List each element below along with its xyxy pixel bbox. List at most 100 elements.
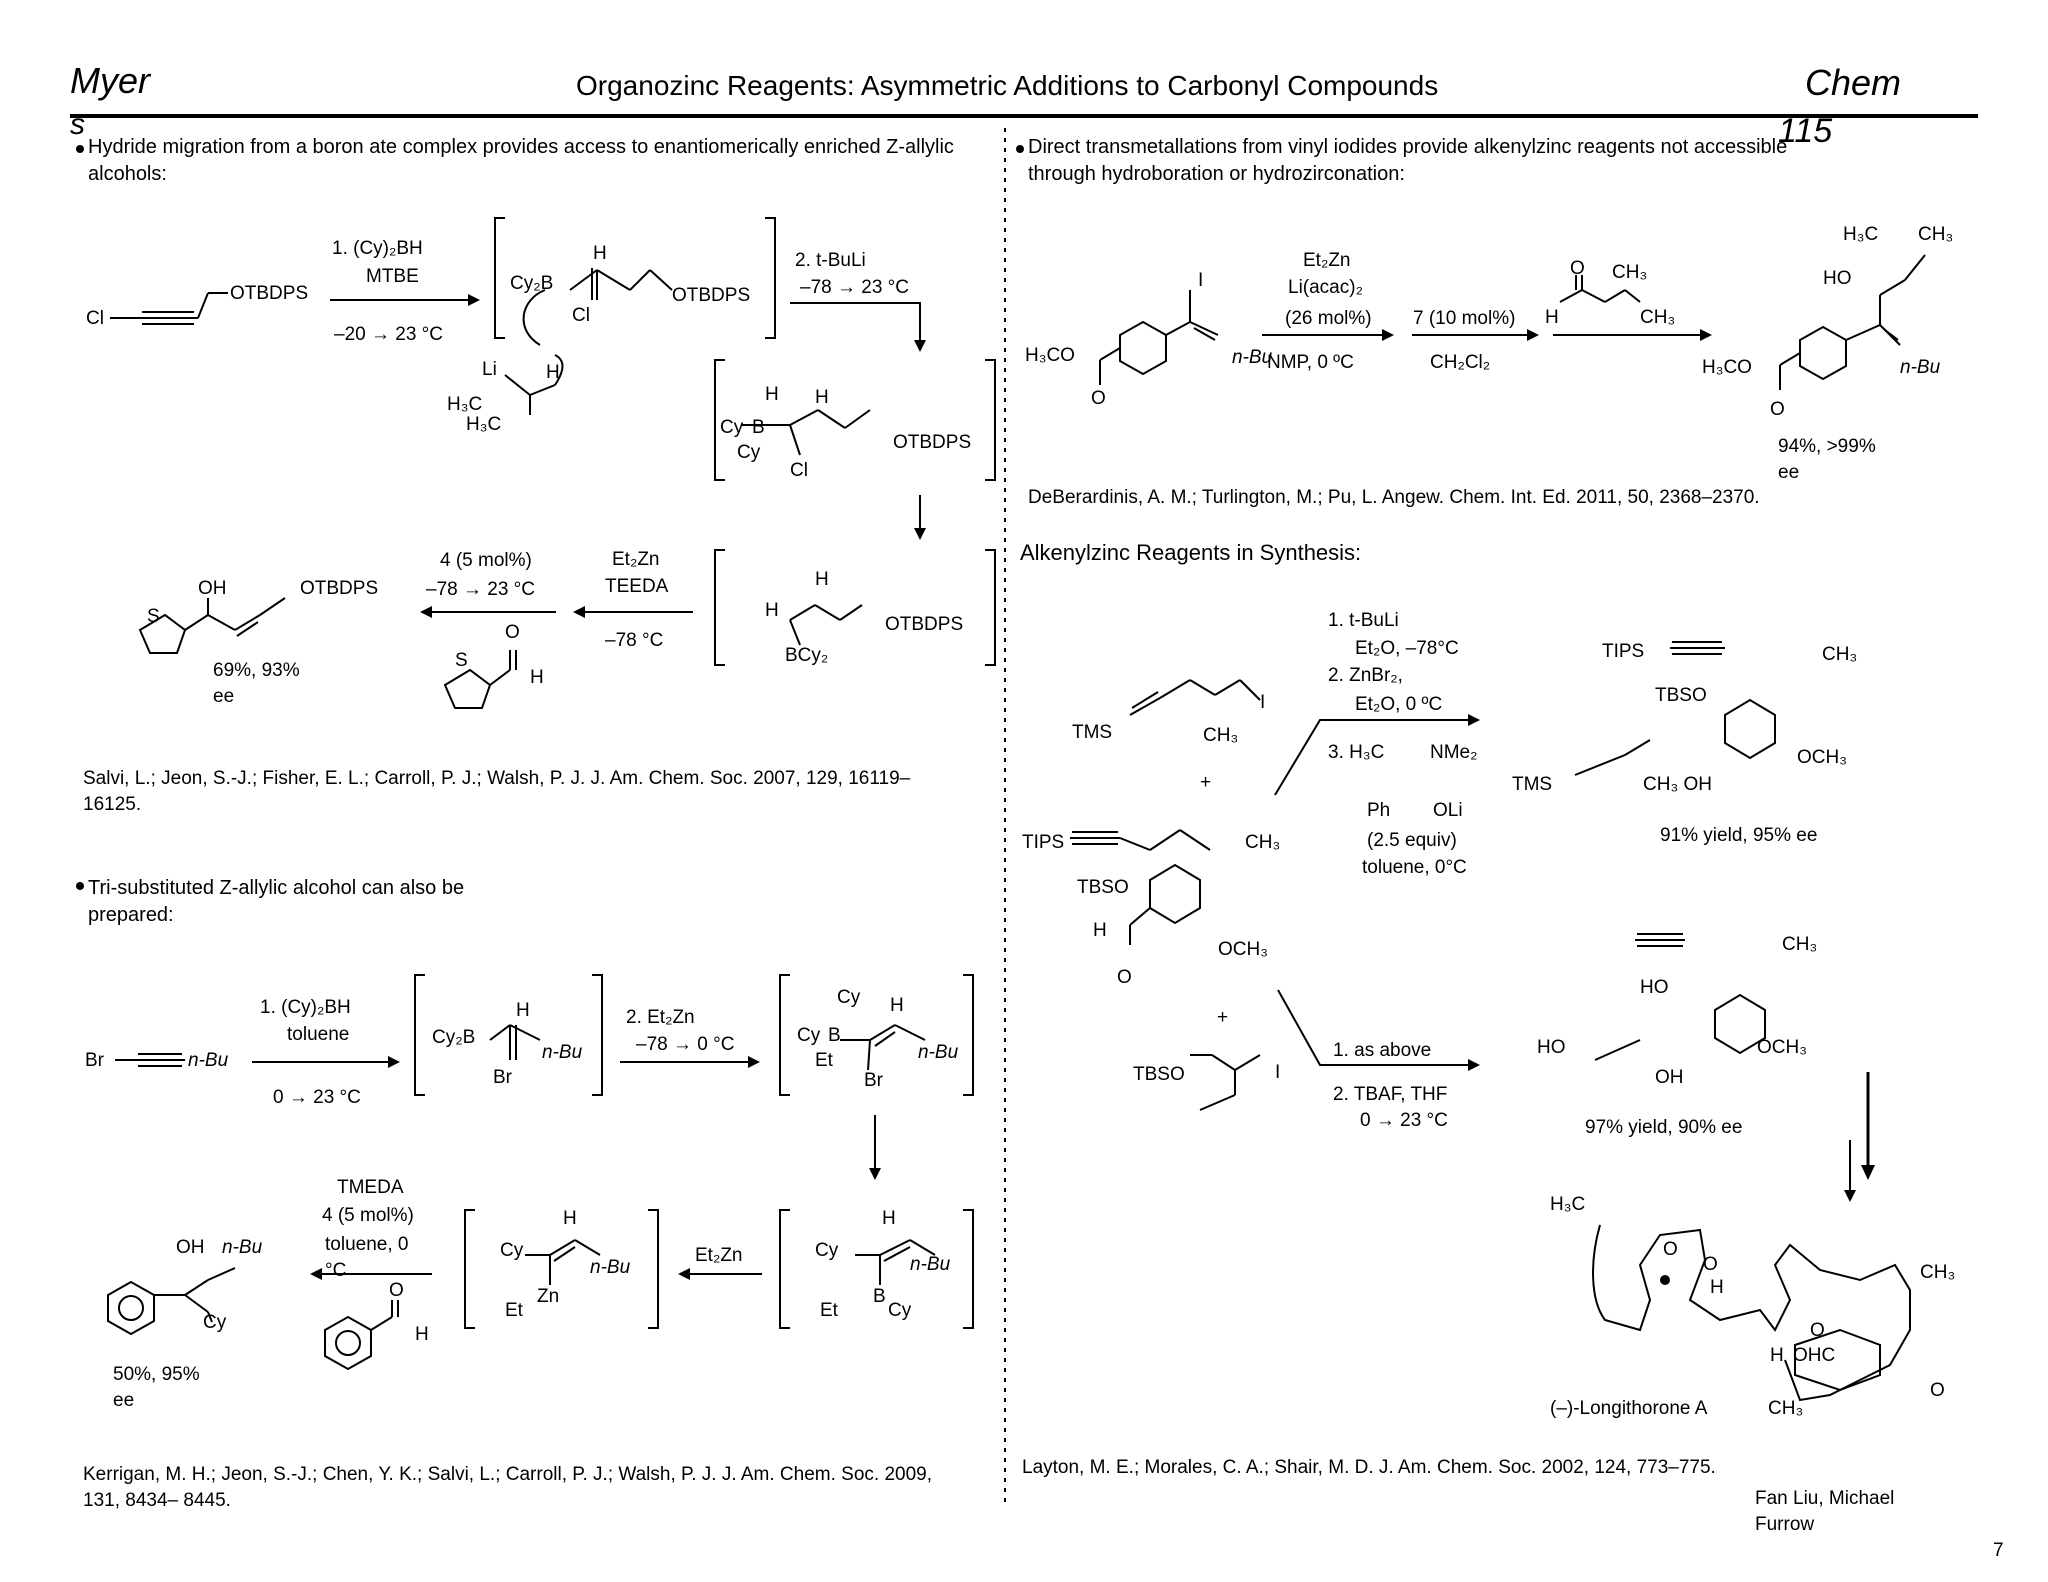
s4-q-ch3: CH₃ [1782, 934, 1818, 955]
s4-plus1: + [1200, 772, 1212, 793]
s3-prod-ho: HO [1823, 268, 1852, 289]
scheme2-bracket3 [779, 1209, 974, 1329]
scheme2-int1-alkene [489, 1024, 541, 1060]
long-ohc: OHC [1793, 1345, 1836, 1366]
s1-cond-b-temp: –78 °C [605, 630, 664, 651]
footer-authors: Fan Liu, Michael Furrow [1755, 1488, 1895, 1535]
s1-ate-cl: Cl [790, 460, 808, 481]
scheme1-arrowhead1 [468, 294, 480, 306]
s3-r4: NMP, 0 ºC [1267, 352, 1354, 373]
s1-ate-h1: H [765, 384, 779, 405]
s2-product-cy: Cy [203, 1312, 227, 1333]
long-o4: O [1930, 1380, 1945, 1401]
s1-h3c-a: H₃C [447, 394, 483, 415]
scheme3-aldehyde [1559, 275, 1641, 303]
s1-start-otbdps: OTBDPS [230, 283, 309, 304]
s2-zn-zn: Zn [537, 1286, 560, 1307]
long-name: (–)-Longithorone A [1550, 1398, 1708, 1419]
s4-d3: 0 → 23 °C [1360, 1110, 1448, 1131]
s3-r1: Et₂Zn [1303, 250, 1351, 271]
header-myers-top: Myer [70, 60, 150, 101]
s3-prod-yield: 94%, >99% ee [1778, 436, 1876, 483]
s4-och3: OCH₃ [1218, 939, 1268, 960]
s1-aldehyde-h: H [530, 667, 544, 688]
long-h2: H [1770, 1345, 1784, 1366]
s1-aldehyde-s: S [455, 650, 468, 671]
s1-aldehyde-o: O [505, 622, 520, 643]
s3-r2: Li(acac)₂ [1288, 277, 1363, 298]
scheme1-arrowhead5 [420, 606, 432, 618]
scheme2-start-alkyne [115, 1053, 185, 1067]
longithorone-structure [1592, 1224, 1911, 1402]
bullet-dot-3 [1016, 145, 1024, 153]
s1-li-h: H [546, 362, 560, 383]
s4-p-tbso: TBSO [1655, 685, 1707, 706]
scheme2-ate-alkene [840, 1024, 926, 1071]
s2-zn-nbu: n-Bu [590, 1257, 631, 1278]
s1-int3-h2: H [765, 600, 779, 621]
s1-step1-solvent: MTBE [366, 266, 419, 287]
s1-cond-a-temp: –78 → 23 °C [426, 579, 535, 600]
s1-ate-h2: H [815, 387, 829, 408]
s4-p-ch3oh: CH₃ OH [1643, 774, 1712, 795]
s1-int3-h1: H [815, 569, 829, 590]
s3-ald-o: O [1570, 258, 1585, 279]
reference-1: Salvi, L.; Jeon, S.-J.; Fisher, E. L.; C… [83, 768, 911, 815]
s2-ate-h: H [890, 995, 904, 1016]
scheme2-zinc [525, 1239, 601, 1285]
s3-ald-ch3b: CH₃ [1640, 307, 1676, 328]
s1-ate-otbdps: OTBDPS [893, 432, 972, 453]
s2-step1-temp: 0 → 23 °C [273, 1087, 361, 1108]
s4-c10: toluene, 0°C [1362, 857, 1467, 878]
s2-b-cy1: Cy [815, 1240, 839, 1261]
s2-start-nbu: n-Bu [188, 1050, 229, 1071]
scheme1-arrowhead3 [914, 528, 926, 540]
s2-product-oh: OH [176, 1237, 205, 1258]
s2-ate-cy-top: Cy [837, 987, 861, 1008]
header-chem-bottom: 115 [1778, 112, 1833, 150]
s2-ate-br: Br [864, 1070, 883, 1091]
s3-ald-ch3a: CH₃ [1612, 262, 1648, 283]
long-o1: O [1663, 1239, 1678, 1260]
bullet-dot-2 [76, 882, 84, 890]
s2-cond1: TMEDA [337, 1177, 404, 1198]
s1-start-cl: Cl [86, 308, 104, 329]
s1-int1-h: H [593, 243, 607, 264]
s4-c4: Et₂O, 0 ºC [1355, 694, 1443, 715]
s1-ate-b: B [752, 417, 765, 438]
scheme4-arrowhead3 [1861, 1165, 1875, 1180]
s4-tbso: TBSO [1077, 877, 1129, 898]
long-h1: H [1710, 1277, 1724, 1298]
scheme1-curved-arrow [522, 289, 546, 346]
scheme2-bracket1 [414, 974, 603, 1096]
reference-2: Kerrigan, M. H.; Jeon, S.-J.; Chen, Y. K… [83, 1464, 933, 1511]
scheme1-int3-alkene [789, 604, 863, 646]
scheme4-arrowhead4 [1844, 1190, 1856, 1202]
scheme1-ate-alkene [742, 409, 871, 456]
scheme1-arrow2 [790, 302, 921, 340]
scheme1-product-structure [138, 597, 286, 654]
s2-ate-cy: Cy [797, 1025, 821, 1046]
scheme2-arrowhead4 [678, 1268, 690, 1280]
s4-q-oh: OH [1655, 1067, 1684, 1088]
s3-r5: 7 (10 mol%) [1413, 308, 1516, 329]
scheme4-aryl-aldehyde [1129, 863, 1201, 945]
s2-step1-solvent: toluene [287, 1024, 350, 1045]
scheme4-arrow2 [1277, 989, 1468, 1066]
scheme1-arrowhead4 [573, 606, 585, 618]
s2-b-nbu: n-Bu [910, 1254, 951, 1275]
scheme4-tips-chain [1070, 829, 1211, 851]
scheme2-bracket2 [779, 974, 974, 1096]
s1-ate-cy1: Cy [720, 417, 744, 438]
s2-int1-nbu: n-Bu [542, 1042, 583, 1063]
s2-ate-nbu: n-Bu [918, 1042, 959, 1063]
bullet1-text: Hydride migration from a boron ate compl… [88, 136, 954, 185]
s3-r6: CH₂Cl₂ [1430, 352, 1491, 373]
s3-sm-nbu: n-Bu [1232, 347, 1273, 368]
scheme2-arrowhead5 [310, 1268, 322, 1280]
s4-b-i: I [1275, 1062, 1281, 1083]
scheme1-int1-alkene [569, 268, 673, 300]
s2-ate-b: B [828, 1025, 841, 1046]
s3-prod-o: O [1770, 399, 1785, 420]
